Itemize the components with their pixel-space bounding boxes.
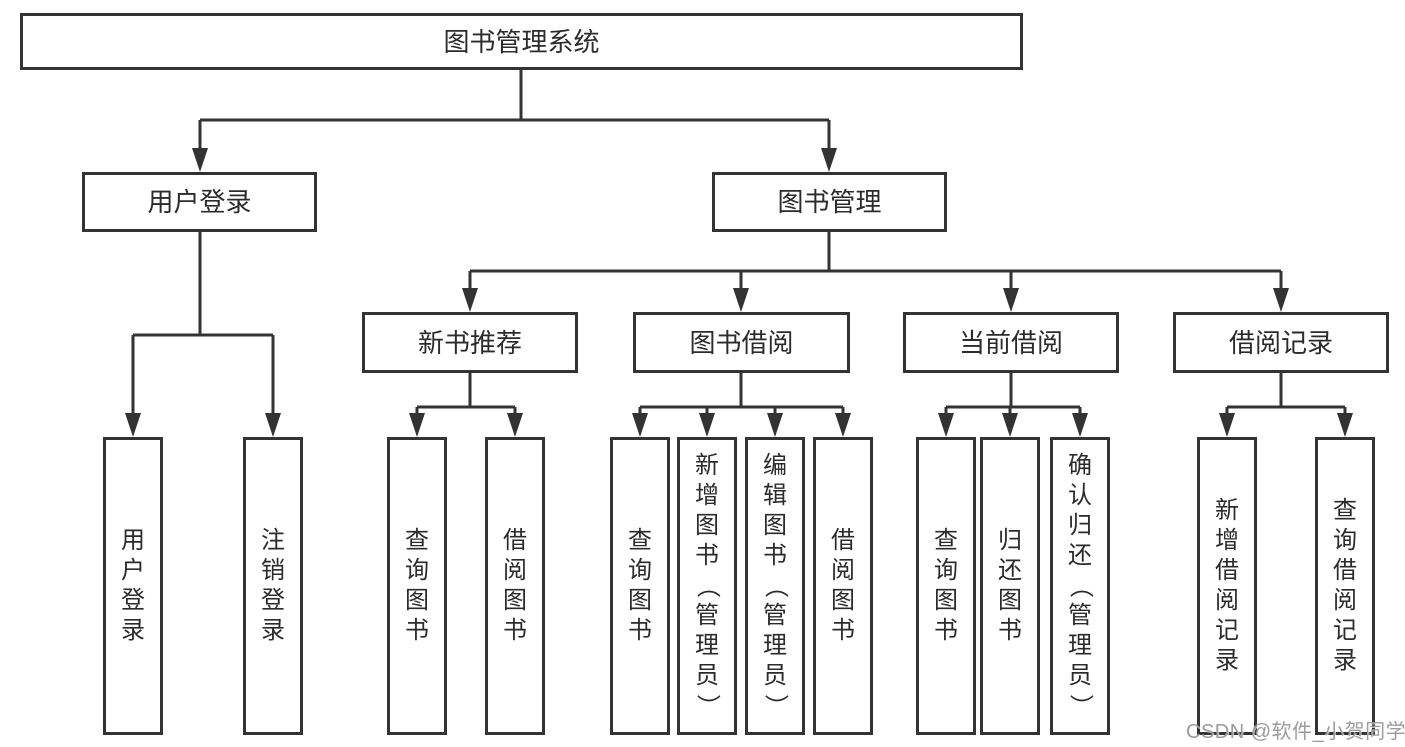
node-user-login: 用户登录	[82, 172, 317, 232]
connector-root-to-level2	[192, 69, 837, 172]
connector-book-management-to-level3	[462, 232, 1289, 312]
leaf-add-book-admin: 新增图书（管理员）	[677, 437, 737, 735]
node-book-borrow: 图书借阅	[633, 312, 850, 373]
leaf-add-borrow-record: 新增借阅记录	[1197, 437, 1257, 735]
leaf-query-books-recommend: 查询图书	[387, 437, 447, 735]
leaf-query-books-current: 查询图书	[916, 437, 976, 735]
csdn-watermark: CSDN @软件_小贺同学	[1186, 721, 1405, 743]
leaf-query-borrow-record: 查询借阅记录	[1315, 437, 1375, 735]
connector-borrow-records-to-leaves	[1219, 373, 1353, 437]
node-new-book-recommend: 新书推荐	[362, 312, 578, 373]
leaf-return-book: 归还图书	[980, 437, 1040, 735]
node-current-borrow: 当前借阅	[903, 312, 1119, 373]
connector-user-login-to-leaves	[125, 232, 281, 437]
node-root-library-management-system: 图书管理系统	[20, 13, 1023, 70]
leaf-logout: 注销登录	[243, 437, 303, 735]
leaf-borrow-books: 借阅图书	[813, 437, 873, 735]
connector-book-borrow-to-leaves	[632, 373, 851, 437]
node-book-management: 图书管理	[712, 172, 947, 232]
connector-current-borrow-to-leaves	[938, 373, 1088, 437]
leaf-confirm-return-admin: 确认归还（管理员）	[1050, 437, 1110, 735]
leaf-query-books-borrow: 查询图书	[610, 437, 670, 735]
connector-new-book-recommend-to-leaves	[409, 373, 523, 437]
leaf-user-login: 用户登录	[103, 437, 163, 735]
leaf-edit-book-admin: 编辑图书（管理员）	[745, 437, 805, 735]
node-borrow-records: 借阅记录	[1173, 312, 1389, 373]
leaf-borrow-books-recommend: 借阅图书	[485, 437, 545, 735]
